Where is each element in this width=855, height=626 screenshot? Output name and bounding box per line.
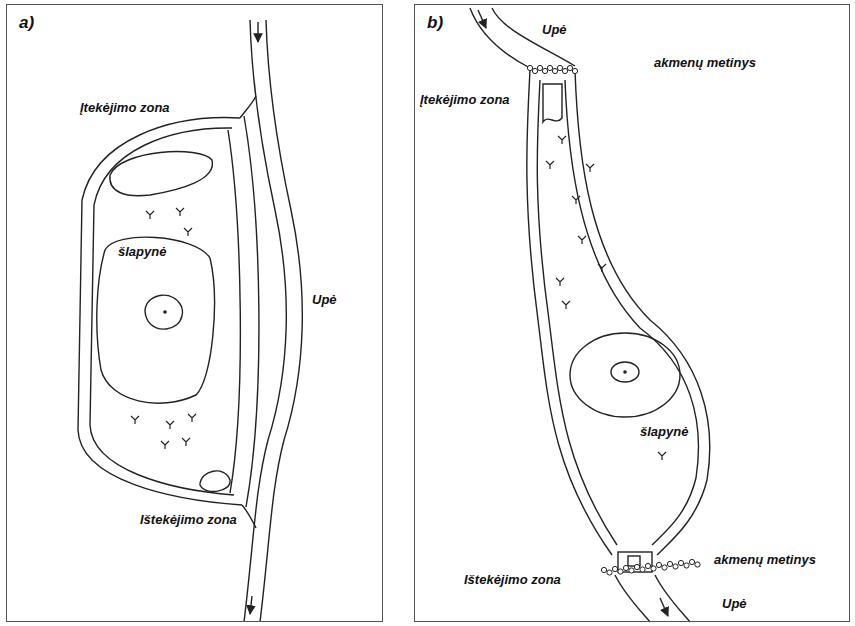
map-label: šlapynė <box>638 424 690 440</box>
stone <box>656 562 661 567</box>
outflow-structure <box>618 552 652 572</box>
vegetation-mark <box>546 161 554 169</box>
stone <box>695 562 700 567</box>
flow-arrow <box>250 596 252 614</box>
map-label: Upė <box>540 22 569 38</box>
stone <box>532 68 537 73</box>
panel-letter: a) <box>7 5 46 41</box>
river-bank <box>492 8 575 66</box>
stone <box>567 65 572 70</box>
island <box>145 295 182 329</box>
wetland-zone <box>570 333 680 417</box>
river-bank <box>615 575 650 622</box>
river-bank <box>655 575 690 622</box>
inflow-basin <box>543 84 562 122</box>
stone <box>623 565 628 570</box>
vegetation-mark <box>182 438 190 446</box>
stone <box>689 559 694 564</box>
wetland-zone <box>97 237 215 403</box>
wetland-contour <box>537 80 617 545</box>
vegetation-mark <box>161 441 169 449</box>
map-label: akmenų metinys <box>712 552 818 568</box>
dike <box>244 116 259 507</box>
stone <box>527 65 532 70</box>
vegetation-mark <box>562 301 570 309</box>
river-bank <box>244 20 286 622</box>
stone <box>547 65 552 70</box>
stone <box>678 560 683 565</box>
vegetation-mark <box>188 414 196 422</box>
wetland-contour <box>575 70 710 555</box>
stone <box>684 563 689 568</box>
vegetation-mark <box>572 196 580 204</box>
map-label: Įtekėjimo zona <box>78 100 172 116</box>
stone <box>673 564 678 569</box>
stone <box>645 563 650 568</box>
map-label: Ištekėjimo zona <box>462 572 563 588</box>
stone <box>618 569 623 574</box>
wetland-contour <box>565 80 698 545</box>
vegetation-mark <box>558 136 566 144</box>
stone <box>572 68 577 73</box>
vegetation-mark <box>578 236 586 244</box>
stone <box>667 561 672 566</box>
wetland-contour <box>78 118 242 505</box>
stone <box>537 65 542 70</box>
panel-frame: a) <box>6 4 383 622</box>
panel-letter: b) <box>415 5 455 41</box>
flow-arrow <box>660 598 668 616</box>
stone <box>542 68 547 73</box>
map-label: šlapynė <box>116 244 168 260</box>
vegetation-mark <box>598 264 606 272</box>
stone <box>629 568 634 573</box>
vegetation-mark <box>586 164 594 172</box>
river-bank <box>260 20 302 622</box>
map-label: akmenų metinys <box>652 55 758 71</box>
vegetation-mark <box>146 211 154 219</box>
map-label: Ištekėjimo zona <box>138 512 239 528</box>
stone <box>634 564 639 569</box>
pond <box>110 152 213 196</box>
vegetation-mark <box>556 278 564 286</box>
stone <box>640 567 645 572</box>
stone <box>557 65 562 70</box>
vegetation-mark <box>131 416 139 424</box>
stone <box>562 68 567 73</box>
vegetation-mark <box>658 452 666 460</box>
stone <box>662 565 667 570</box>
pond <box>200 471 230 492</box>
stone <box>651 566 656 571</box>
flow-arrow <box>257 22 258 42</box>
stone <box>552 68 557 73</box>
map-label: Įtekėjimo zona <box>418 92 512 108</box>
stone <box>612 566 617 571</box>
map-label: Upė <box>310 292 339 308</box>
vegetation-mark <box>166 421 174 429</box>
river-bank <box>470 8 530 68</box>
outflow-channel <box>242 505 256 528</box>
stone <box>601 567 606 572</box>
vegetation-mark <box>176 208 184 216</box>
stone <box>607 570 612 575</box>
wetland-contour <box>90 128 234 495</box>
dike <box>228 130 240 493</box>
map-label: Upė <box>720 596 749 612</box>
island <box>611 362 639 382</box>
inflow-channel <box>240 96 256 118</box>
flow-arrow <box>478 10 486 28</box>
vegetation-mark <box>184 228 192 236</box>
